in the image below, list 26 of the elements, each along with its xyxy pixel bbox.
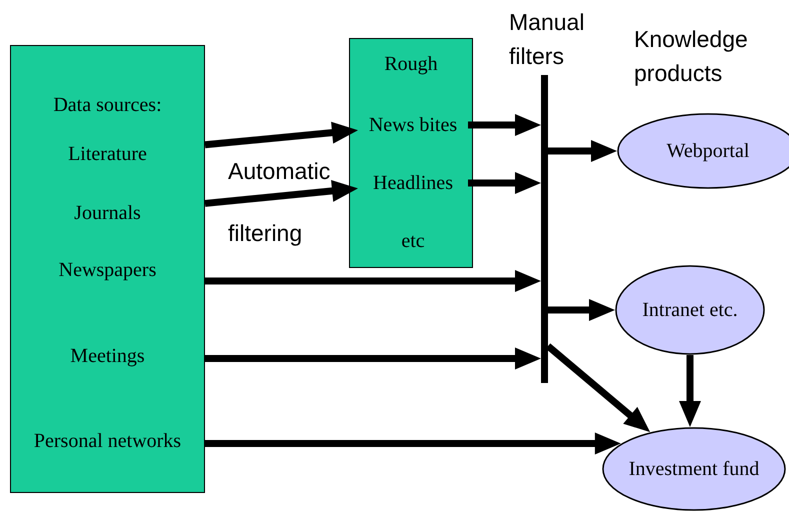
- product-ellipse: Investment fund: [602, 427, 786, 511]
- box-heading: Data sources:: [52, 94, 163, 117]
- list-item: Literature: [10, 140, 205, 168]
- list-item: Meetings: [10, 342, 205, 375]
- edge-note: Automatic filtering: [228, 157, 332, 248]
- list-item: Headlines: [358, 169, 468, 197]
- list-item: News bites: [358, 111, 468, 139]
- list-item: Personal networks: [10, 427, 205, 460]
- arrow: [679, 355, 701, 428]
- box-heading: Rough: [383, 53, 439, 76]
- arrow: [468, 172, 541, 194]
- column-heading: Knowledge products: [634, 25, 749, 88]
- arrow: [205, 432, 621, 454]
- product-ellipse: Intranet etc.: [615, 265, 765, 355]
- list-item: Journals: [10, 199, 205, 227]
- process-box: [349, 38, 473, 268]
- arrow: [546, 343, 650, 432]
- arrow: [548, 140, 617, 162]
- process-box: [10, 45, 205, 493]
- arrow: [468, 114, 541, 136]
- list-item: etc: [358, 227, 468, 255]
- list-item: Newspapers: [10, 256, 205, 306]
- arrow: [548, 299, 615, 321]
- arrow: [205, 270, 541, 292]
- arrow: [205, 348, 541, 370]
- bar-caption: Manual filters: [509, 8, 586, 71]
